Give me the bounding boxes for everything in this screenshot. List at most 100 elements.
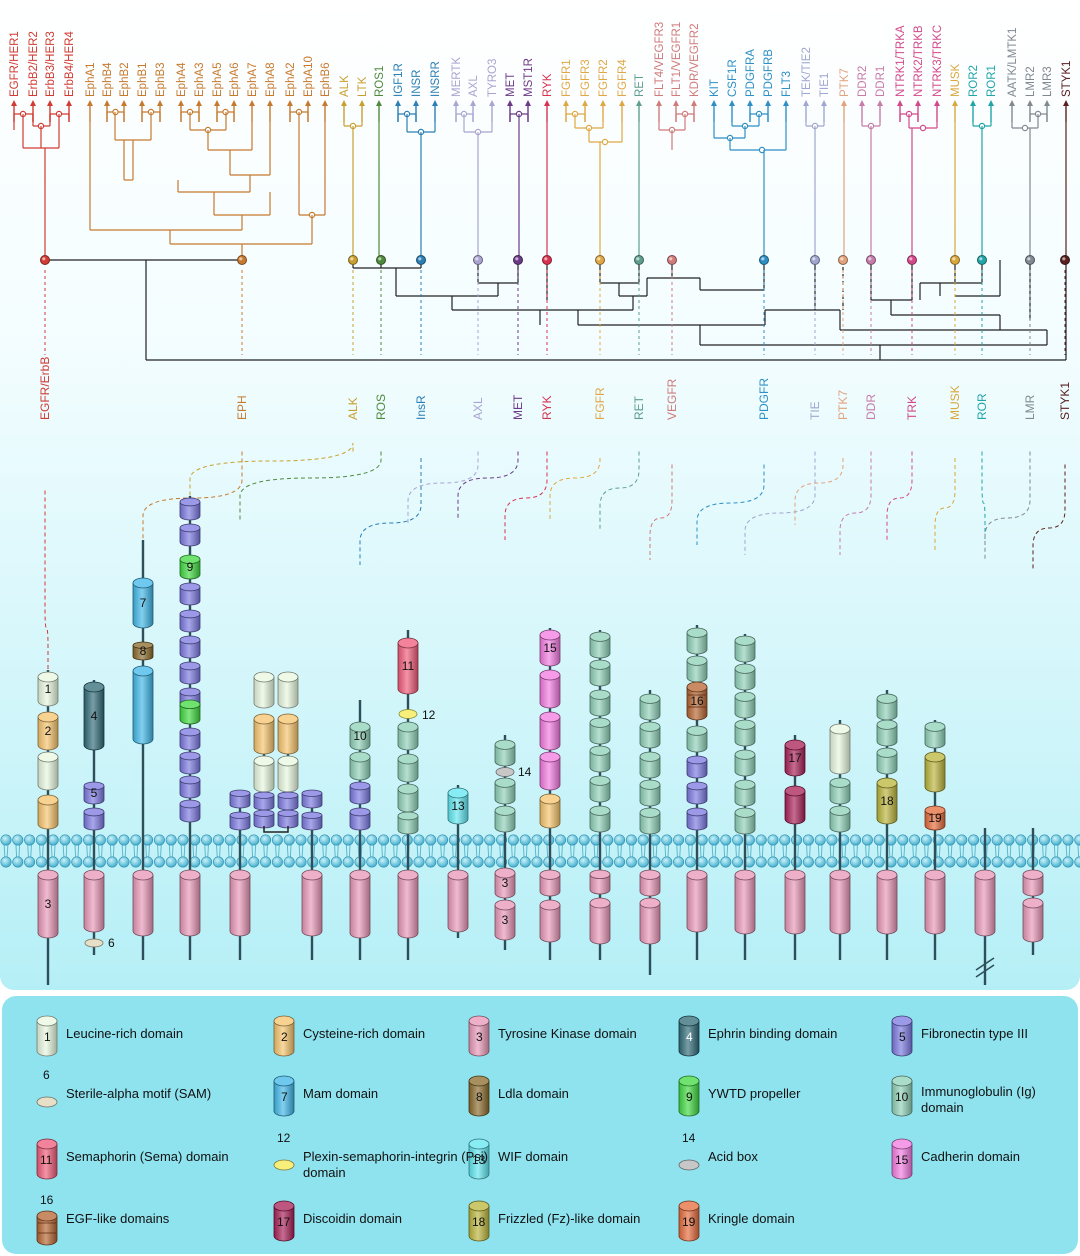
gene-label-alk: ALK bbox=[339, 75, 351, 97]
domain-5 bbox=[277, 809, 299, 829]
legend-icon-11 bbox=[36, 1138, 58, 1180]
domain-3 bbox=[639, 897, 661, 945]
domain-10 bbox=[639, 721, 661, 749]
domain-10 bbox=[639, 693, 661, 721]
domain-10 bbox=[589, 745, 611, 773]
gene-label-fgfr1: FGFR1 bbox=[561, 59, 573, 97]
domain-10 bbox=[686, 655, 708, 683]
domain-3 bbox=[639, 869, 661, 897]
domain-5 bbox=[686, 781, 708, 805]
arrow-head bbox=[87, 100, 93, 106]
domain-1 bbox=[37, 751, 59, 791]
legend-label: WIF domain bbox=[498, 1149, 569, 1164]
arrow-head bbox=[821, 100, 827, 106]
connector-ros bbox=[239, 451, 382, 520]
domain-10 bbox=[494, 805, 516, 833]
gene-label-epha3: EphA3 bbox=[194, 62, 206, 97]
domain-1 bbox=[277, 671, 299, 709]
legend-icon-18 bbox=[468, 1200, 490, 1242]
arrow-head bbox=[988, 100, 994, 106]
gene-label-ddr2: DDR2 bbox=[857, 66, 869, 97]
legend-label: Mam domain bbox=[303, 1086, 379, 1101]
arrow-head bbox=[747, 100, 753, 106]
arrow-head bbox=[453, 100, 459, 106]
gene-label-erbb2-her2: ErbB2/HER2 bbox=[28, 31, 40, 97]
connector-axl bbox=[407, 451, 479, 525]
domain-3 bbox=[1022, 869, 1044, 897]
family-label-ptk7: PTK7 bbox=[836, 390, 850, 420]
legend-label: Discoidin domain bbox=[303, 1211, 402, 1226]
domain-3 bbox=[301, 869, 323, 937]
legend-icon-15 bbox=[891, 1138, 913, 1180]
arrow-head bbox=[934, 100, 940, 106]
arrow-head bbox=[470, 100, 476, 106]
legend-number: 4 bbox=[686, 1030, 693, 1044]
domain-3 bbox=[876, 869, 898, 935]
gene-label-epha6: EphA6 bbox=[229, 62, 241, 97]
domain-3 bbox=[784, 869, 806, 935]
legend-label: Acid box bbox=[708, 1149, 758, 1164]
legend-number: 5 bbox=[899, 1030, 906, 1044]
arrow-head bbox=[619, 100, 625, 106]
domain-5 bbox=[83, 807, 105, 831]
arrow-head bbox=[673, 100, 679, 106]
family-connectors bbox=[44, 442, 1066, 670]
domain-1 bbox=[277, 755, 299, 793]
domain-10 bbox=[397, 753, 419, 783]
arrow-head bbox=[915, 100, 921, 106]
family-label-ryk: RYK bbox=[540, 396, 554, 420]
legend-icon-6 bbox=[36, 1096, 58, 1108]
arrow-head bbox=[859, 100, 865, 106]
family-label-met: MET bbox=[511, 394, 525, 420]
gene-label-tyro3: TYRO3 bbox=[487, 59, 499, 97]
legend-label: Immunoglobulin (Ig) domain bbox=[921, 1084, 1036, 1115]
arrow-head bbox=[544, 100, 550, 106]
arrow-head bbox=[1009, 100, 1015, 106]
domain-3: 3 bbox=[494, 867, 516, 899]
domain-number: 11 bbox=[402, 659, 415, 673]
arrow-head bbox=[104, 100, 110, 106]
gene-label-tie1: TIE1 bbox=[819, 73, 831, 97]
domain-1: 1 bbox=[37, 671, 59, 707]
gene-label-aatk-lmtk1: AATK/LMTK1 bbox=[1007, 28, 1019, 97]
arrow-head bbox=[287, 100, 293, 106]
legend-number: 1 bbox=[44, 1030, 51, 1044]
legend-label: EGF-like domains bbox=[66, 1211, 170, 1226]
domain-3 bbox=[229, 869, 251, 937]
legend-number: 17 bbox=[277, 1215, 291, 1229]
arrow-head bbox=[395, 100, 401, 106]
domain-3 bbox=[349, 869, 371, 939]
arrow-head bbox=[711, 100, 717, 106]
gene-label-epha5: EphA5 bbox=[212, 62, 224, 97]
gene-label-ephb3: EphB3 bbox=[155, 62, 167, 97]
domain-1 bbox=[253, 671, 275, 709]
domain-3 bbox=[924, 869, 946, 935]
arrow-head bbox=[322, 100, 328, 106]
domain-10 bbox=[876, 747, 898, 775]
gene-label-epha4: EphA4 bbox=[176, 62, 188, 97]
domain-10 bbox=[734, 719, 756, 747]
legend-icon-3 bbox=[468, 1015, 490, 1057]
arrow-head bbox=[507, 100, 513, 106]
tree-node bbox=[919, 124, 927, 132]
family-label-egfr-erbb: EGFR/ErbB bbox=[38, 357, 52, 420]
domain-1 bbox=[253, 755, 275, 793]
arrow-head bbox=[656, 100, 662, 106]
gene-label-fgfr2: FGFR2 bbox=[598, 59, 610, 97]
legend-number: 9 bbox=[686, 1090, 693, 1104]
domain-10 bbox=[397, 811, 419, 835]
domain-15: 15 bbox=[539, 629, 561, 667]
domain-3 bbox=[686, 869, 708, 933]
gene-label-ret: RET bbox=[634, 74, 646, 97]
arrow-head bbox=[729, 100, 735, 106]
domain-10 bbox=[639, 751, 661, 779]
family-label-vegfr: VEGFR bbox=[665, 378, 679, 420]
arrow-head bbox=[214, 100, 220, 106]
family-label-lmr: LMR bbox=[1023, 394, 1037, 420]
gene-label-pdgfrb: PDGFRB bbox=[763, 49, 775, 97]
legend-icon-16 bbox=[36, 1210, 58, 1246]
legend-label: Sterile-alpha motif (SAM) bbox=[66, 1086, 212, 1101]
connector-ror bbox=[981, 451, 986, 545]
domain-5 bbox=[253, 791, 275, 811]
